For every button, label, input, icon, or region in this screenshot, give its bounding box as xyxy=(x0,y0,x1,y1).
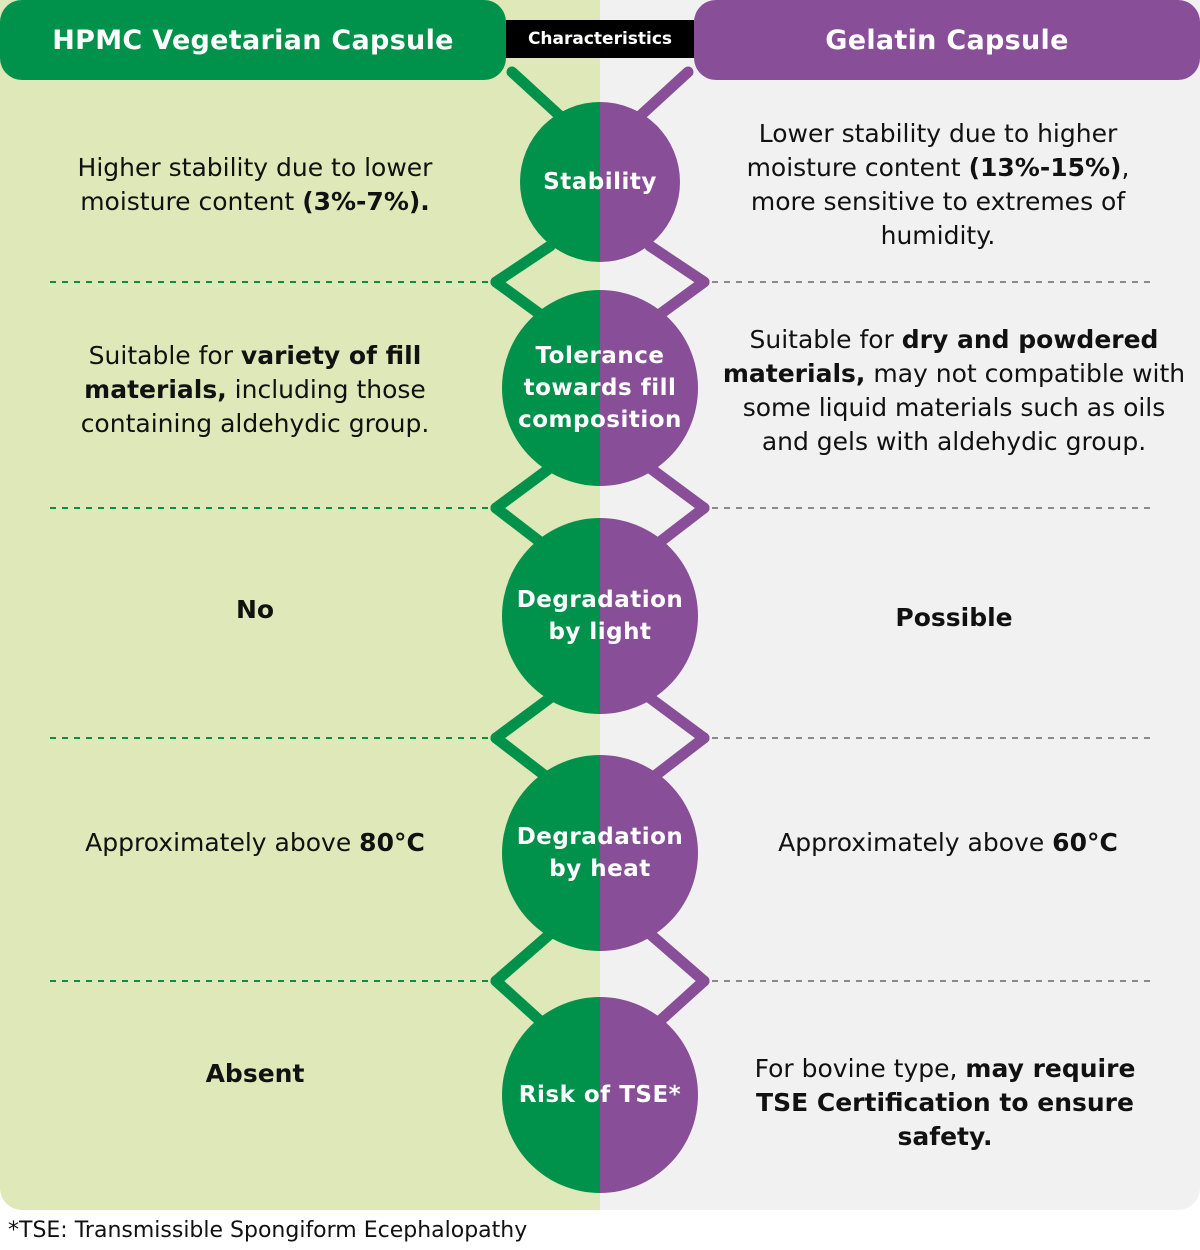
gelatin-header: Gelatin Capsule xyxy=(694,0,1200,80)
footnote: *TSE: Transmissible Spongiform Ecephalop… xyxy=(8,1218,528,1243)
cell-text: Lower stability due to higher moisture c… xyxy=(746,118,1130,250)
characteristic-circle-heat: Degradation by heat xyxy=(502,755,698,951)
cell-text: No xyxy=(235,595,275,624)
hpmc-cell-fill-tolerance: Suitable for variety of fill materials, … xyxy=(40,320,470,460)
link-left-zig xyxy=(490,928,556,987)
hpmc-header: HPMC Vegetarian Capsule xyxy=(0,0,506,80)
characteristic-circle-stability: Stability xyxy=(520,102,680,262)
link-right-zig xyxy=(644,462,710,514)
cell-text: Approximately above 80°C xyxy=(85,828,425,857)
characteristic-circle-fill-tolerance: Tolerance towards fill composition xyxy=(502,290,698,486)
gelatin-cell-heat: Approximately above 60°C xyxy=(728,818,1168,868)
cell-text: Possible xyxy=(895,603,1013,632)
gelatin-cell-light: Possible xyxy=(728,593,1180,643)
hpmc-cell-stability: Higher stability due to lower moisture c… xyxy=(40,130,470,240)
link-left-zig xyxy=(490,240,556,288)
link-right-zig xyxy=(644,692,710,744)
link-left-zig xyxy=(490,462,556,514)
link-right-header xyxy=(634,66,694,122)
characteristic-circle-tse: Risk of TSE* xyxy=(502,997,698,1193)
cell-text: Suitable for variety of fill materials, … xyxy=(80,341,430,438)
gelatin-panel xyxy=(600,0,1200,1210)
characteristic-circle-light: Degradation by light xyxy=(502,518,698,714)
link-left-zig xyxy=(490,692,556,744)
hpmc-cell-light: No xyxy=(40,585,470,635)
hpmc-panel xyxy=(0,0,600,1210)
cell-text: Suitable for dry and powdered materials,… xyxy=(722,324,1186,456)
characteristics-header: Characteristics xyxy=(506,20,694,58)
cell-text: For bovine type, may require TSE Certifi… xyxy=(754,1054,1136,1151)
hpmc-cell-tse: Absent xyxy=(40,1049,470,1099)
link-right-zig xyxy=(644,240,710,288)
link-left-header xyxy=(506,66,566,122)
gelatin-cell-fill-tolerance: Suitable for dry and powdered materials,… xyxy=(718,318,1190,463)
gelatin-cell-tse: For bovine type, may require TSE Certifi… xyxy=(730,1048,1160,1158)
cell-text: Absent xyxy=(205,1059,305,1088)
cell-text: Approximately above 60°C xyxy=(778,828,1118,857)
link-right-zig xyxy=(644,928,710,987)
hpmc-cell-heat: Approximately above 80°C xyxy=(30,818,480,868)
cell-text: Higher stability due to lower moisture c… xyxy=(77,153,433,216)
link-left-zag xyxy=(490,732,554,784)
link-right-zag xyxy=(646,732,710,784)
gelatin-cell-stability: Lower stability due to higher moisture c… xyxy=(728,112,1148,257)
